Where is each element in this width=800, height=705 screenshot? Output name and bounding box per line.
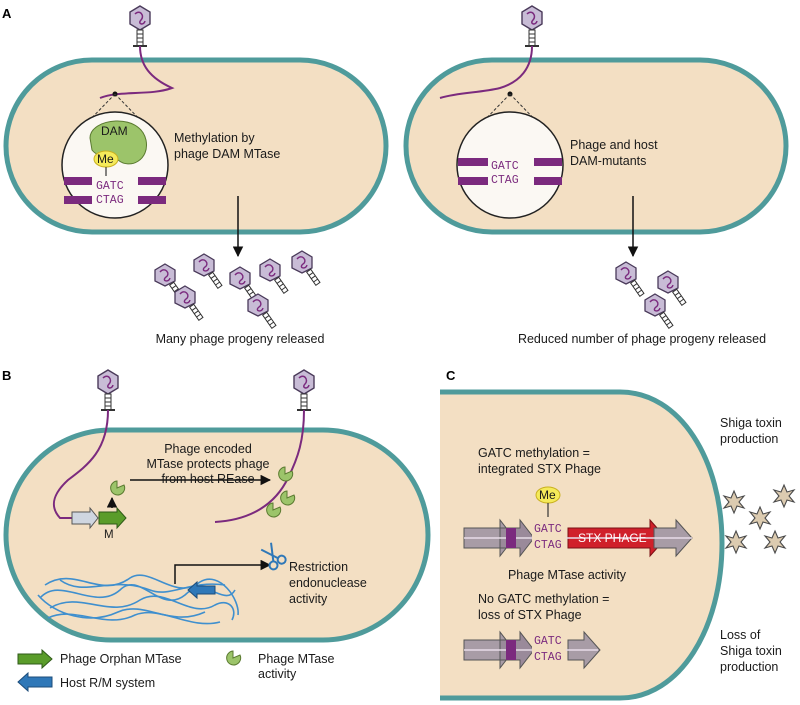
cell-b [3, 427, 431, 643]
legend-mtase-icon [226, 650, 242, 666]
me-label: Me [97, 152, 114, 166]
legend-host-label: Host R/M system [60, 676, 156, 690]
phage-icon [293, 369, 315, 411]
panel-b-label: B [2, 368, 12, 383]
dam-label: DAM [101, 124, 128, 138]
shiga-2: production [720, 432, 779, 446]
gatc-label-a: GATC [96, 180, 124, 193]
panel-a-right-text-1: Phage and host [570, 138, 658, 152]
phage-icon [129, 5, 151, 47]
legend-host-arrow [17, 671, 53, 693]
panel-b-text-1: Phage encoded [164, 442, 252, 456]
ctag-label-c2: CTAG [534, 651, 562, 664]
progeny-few [615, 261, 687, 329]
ctag-label-a: CTAG [96, 194, 124, 207]
loss-3: production [720, 660, 779, 674]
panel-a-right-text-2: DAM-mutants [570, 154, 647, 168]
legend-mtase-1: Phage MTase [258, 652, 335, 666]
gatc-label-c: GATC [534, 523, 562, 536]
cell-left [3, 57, 389, 235]
orphan-mtase-arrow [98, 506, 127, 530]
gatc-label-c2: GATC [534, 635, 562, 648]
panel-c-top-text-2: integrated STX Phage [478, 462, 601, 476]
shiga-toxin-stars [723, 484, 795, 554]
phage-icon [97, 369, 119, 411]
legend-mtase-2: activity [258, 667, 297, 681]
host-gene-arrow [71, 506, 99, 530]
ctag-label-c: CTAG [534, 539, 562, 552]
m-label: M [104, 529, 114, 541]
phage-icon [521, 5, 543, 47]
left-caption: Many phage progeny released [155, 332, 325, 346]
panel-b-text-2: MTase protects phage [146, 457, 270, 471]
stx-phage-label: STX PHAGE [578, 531, 647, 545]
restriction-2: endonuclease [289, 576, 367, 590]
right-caption: Reduced number of phage progeny released [517, 332, 767, 346]
panel-b [3, 369, 431, 693]
legend-orphan-label: Phage Orphan MTase [60, 652, 182, 666]
panel-c [440, 389, 795, 701]
phage-activity-label: Phage MTase activity [507, 568, 627, 582]
shiga-1: Shiga toxin [720, 416, 782, 430]
me-label-c: Me [539, 488, 556, 502]
loss-1: Loss of [720, 628, 761, 642]
progeny-many [154, 250, 321, 329]
scissors-icon [260, 542, 287, 571]
loss-2: Shiga toxin [720, 644, 782, 658]
panel-c-bottom-text-2: loss of STX Phage [478, 608, 582, 622]
panel-a-left-text-1: Methylation by [174, 131, 255, 145]
panel-c-bottom-text-1: No GATC methylation = [478, 592, 610, 606]
legend-orphan-arrow [17, 648, 53, 670]
ctag-label-a2: CTAG [491, 174, 519, 187]
restriction-1: Restriction [289, 560, 349, 574]
host-rm-arrow [187, 580, 216, 600]
panel-c-top-text-1: GATC methylation = [478, 446, 590, 460]
restriction-3: activity [289, 592, 328, 606]
panel-a [3, 5, 789, 329]
panel-c-label: C [446, 368, 456, 383]
gatc-label-a2: GATC [491, 160, 519, 173]
panel-a-label: A [2, 6, 12, 21]
panel-b-text-3: from host REase [161, 472, 255, 486]
panel-a-left-text-2: phage DAM MTase [174, 147, 281, 161]
